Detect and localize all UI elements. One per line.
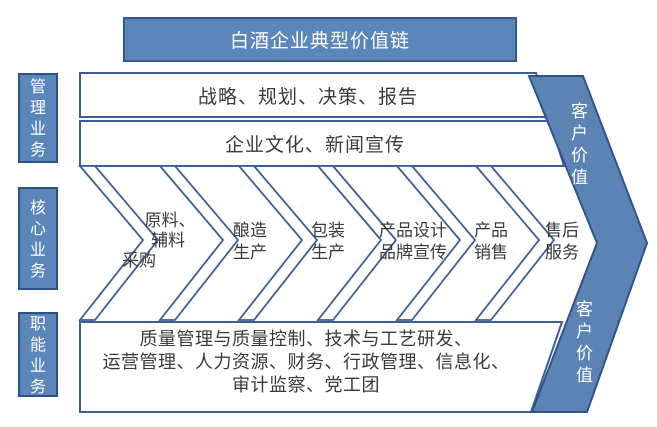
customer-value-label-bottom: 客户价值 xyxy=(576,300,593,386)
chevron-band-1 xyxy=(78,165,160,321)
management-row-1-label: 战略、规划、决策、报告 xyxy=(197,85,418,108)
functional-bar-text: 质量管理与质量控制、技术与工艺研发、 运营管理、人力资源、财务、行政管理、信息化… xyxy=(80,328,532,397)
stage-line: 销售 xyxy=(474,243,508,263)
diagram-title-box: 白酒企业典型价值链 xyxy=(123,17,517,62)
stage-sales: 产品 销售 xyxy=(453,220,529,264)
side-label-management-text: 管理业务 xyxy=(29,77,46,159)
stage-line: 原料、 xyxy=(144,211,196,231)
stage-design-branding: 产品设计 品牌宣传 xyxy=(376,220,450,264)
stage-line: 生产 xyxy=(311,243,345,263)
management-row-2-label: 企业文化、新闻宣传 xyxy=(224,134,405,156)
customer-value-arrow-shape xyxy=(527,75,649,413)
side-label-functional: 职能业务 xyxy=(18,312,58,397)
stage-line: 产品 xyxy=(474,221,508,241)
chevron-band-4 xyxy=(316,165,398,321)
chevron-band-3 xyxy=(237,165,319,321)
chevron-band-5 xyxy=(395,165,477,321)
functional-line: 质量管理与质量控制、技术与工艺研发、 xyxy=(139,329,473,350)
stage-packaging: 包装 生产 xyxy=(290,220,366,264)
side-label-management: 管理业务 xyxy=(18,73,58,163)
side-label-core-text: 核心业务 xyxy=(29,197,46,280)
stage-line: 酿造 xyxy=(233,221,267,241)
stage-line: 辅料 xyxy=(151,231,185,251)
stage-purchasing: 原料、 辅料 采购 xyxy=(112,211,196,271)
side-label-core: 核心业务 xyxy=(18,187,58,290)
stage-line: 产品设计 xyxy=(379,221,447,241)
diagram-title: 白酒企业典型价值链 xyxy=(229,30,410,52)
chevron-band-6 xyxy=(474,165,556,321)
side-label-functional-text: 职能业务 xyxy=(29,313,46,396)
stage-line: 服务 xyxy=(545,243,579,263)
functional-line: 审计监察、党工团 xyxy=(232,375,380,396)
customer-value-label-top: 客户价值 xyxy=(571,102,588,188)
stage-line: 生产 xyxy=(233,243,267,263)
stage-line: 售后 xyxy=(545,221,579,241)
stage-line: 包装 xyxy=(311,221,345,241)
stage-after-sales: 售后 服务 xyxy=(524,220,600,264)
stage-brewing: 酿造 生产 xyxy=(212,220,288,264)
chevron-band-2 xyxy=(158,165,240,321)
functional-line: 运营管理、人力资源、财务、行政管理、信息化、 xyxy=(102,352,510,373)
management-bar-2-shape xyxy=(79,120,566,167)
stage-line: 采购 xyxy=(122,251,156,271)
stage-line: 品牌宣传 xyxy=(379,243,447,263)
